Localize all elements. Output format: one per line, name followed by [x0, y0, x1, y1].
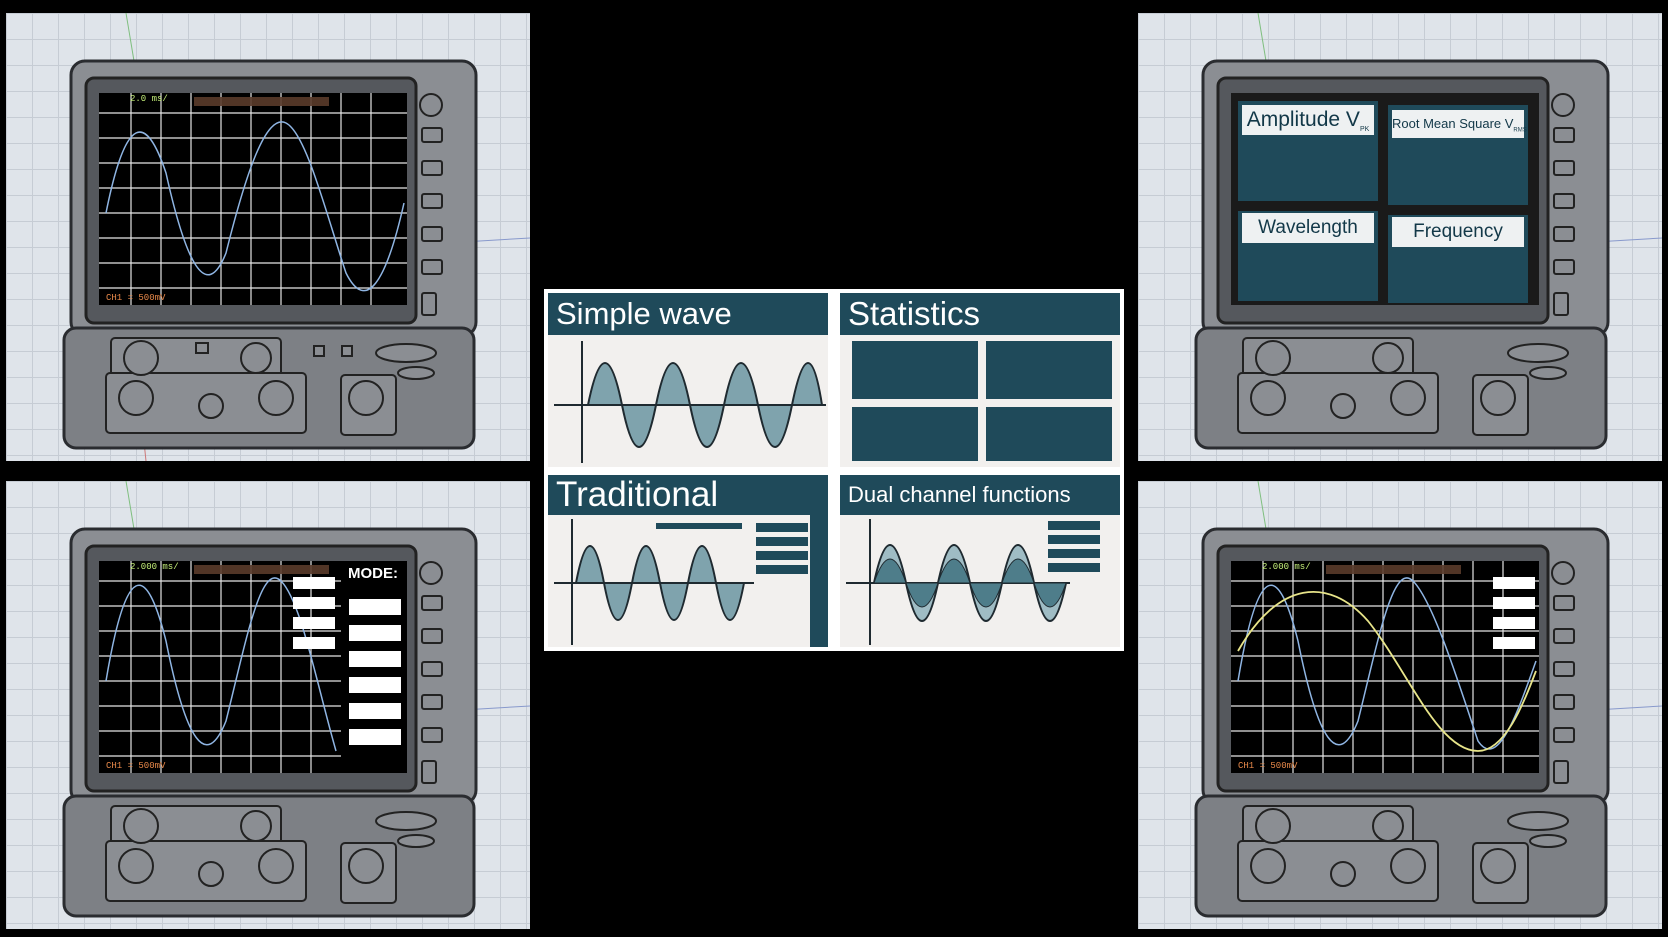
timebase-readout: 2.000 ms/: [1262, 562, 1311, 572]
mode-tile-dual-channel[interactable]: Dual channel functions: [840, 475, 1120, 647]
side-menu-bar: [810, 475, 828, 647]
scope-panel-traditional: 2.000 ms/ CH1 = 500mV MODE:: [6, 481, 530, 929]
oscilloscope-model: [62, 481, 530, 918]
channel-readout: CH1 = 500mV: [106, 293, 166, 303]
tile-title: Statistics: [840, 293, 1120, 335]
mode-label: MODE:: [348, 565, 398, 582]
timebase-readout: 2.000 ms/: [130, 562, 179, 572]
statistics-grid-icon: [852, 341, 1112, 461]
dual-wave-icon: [846, 519, 1100, 645]
timebase-readout: 2.0 ms/: [130, 94, 168, 104]
rms-text: Root Mean Square V: [1392, 116, 1514, 131]
channel-readout: CH1 = 500mV: [106, 761, 166, 771]
channel-readout: CH1 = 500mV: [1238, 761, 1298, 771]
mode-menu: Simple wave Statistics Traditional: [544, 289, 1124, 651]
scope-panel-dual-channel: 2.000 ms/ CH1 = 500mV: [1138, 481, 1662, 929]
scope-panel-statistics: Amplitude VPK Root Mean Square VRMS Wave…: [1138, 13, 1662, 461]
mode-tile-statistics[interactable]: Statistics: [840, 293, 1120, 467]
wavelength-label: Wavelength: [1242, 213, 1374, 243]
frequency-label: Frequency: [1392, 217, 1524, 247]
scope-panel-simple-wave: 2.0 ms/ CH1 = 500mV: [6, 13, 530, 461]
tile-title: Dual channel functions: [840, 475, 1120, 515]
sine-wave-icon: [554, 341, 826, 463]
traditional-wave-icon: [554, 519, 808, 645]
mode-tile-traditional[interactable]: Traditional: [548, 475, 828, 647]
mode-tile-simple-wave[interactable]: Simple wave: [548, 293, 828, 467]
tile-title: Simple wave: [548, 293, 828, 335]
tile-title: Traditional: [548, 475, 810, 515]
amplitude-text: Amplitude V: [1246, 108, 1360, 131]
rms-label: Root Mean Square VRMS: [1392, 110, 1527, 138]
rms-subscript: RMS: [1513, 127, 1527, 134]
amplitude-subscript: PK: [1359, 126, 1370, 134]
amplitude-label: Amplitude VPK: [1242, 105, 1374, 135]
oscilloscope-model: [1194, 481, 1662, 918]
oscilloscope-model: [62, 13, 530, 461]
